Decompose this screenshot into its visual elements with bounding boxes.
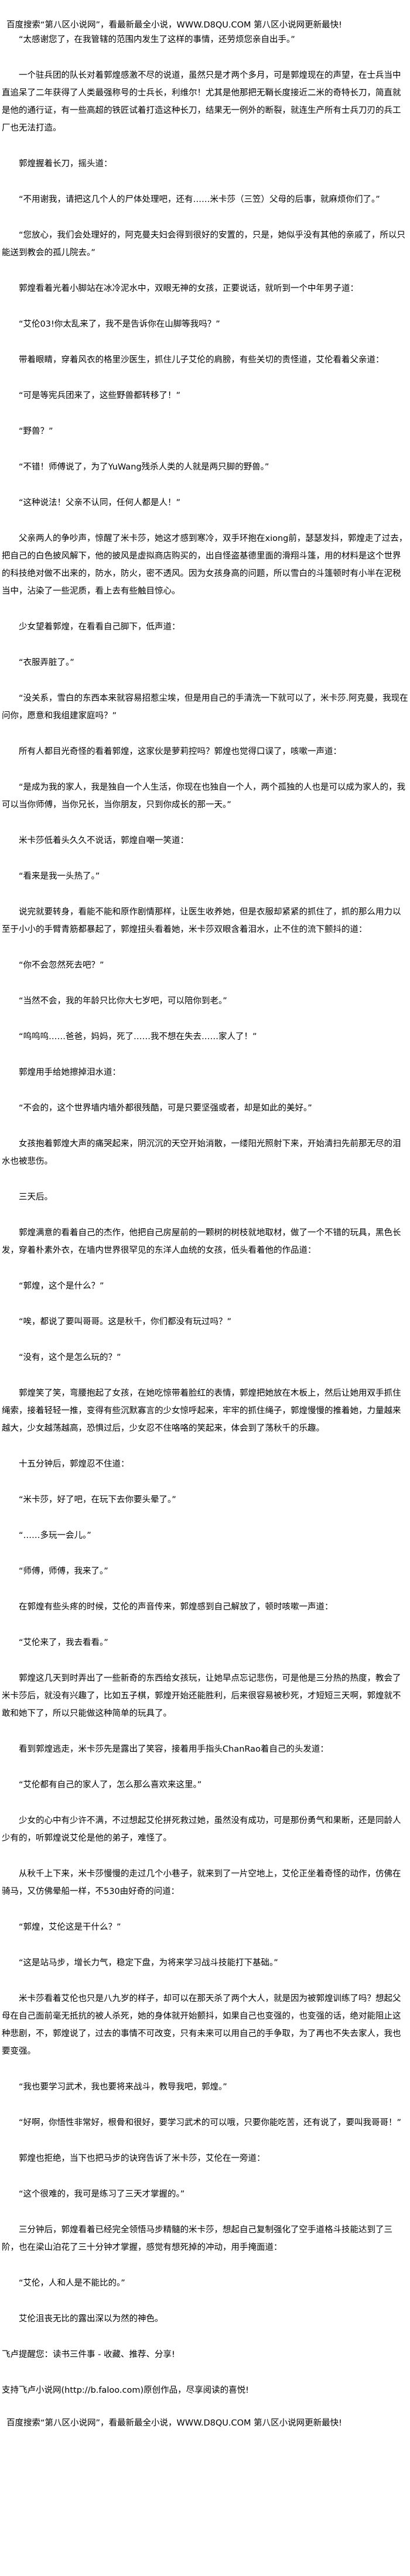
story-paragraph: 米卡莎看着艾伦也只是八九岁的样子，却可以在那天杀了两个大人，就是因为被郭煌训练了… (2, 1994, 401, 2056)
story-paragraph: “没有，这个是怎么玩的？” (19, 1353, 121, 1362)
story-paragraph: 父亲两人的争吵声，惊醒了米卡莎，她这才感到寒冷，双手环抱在xiong前，瑟瑟发抖… (2, 534, 408, 596)
story-paragraph: “不错！师傅说了，为了YuWang残杀人类的人就是两只脚的野兽。” (19, 463, 269, 472)
chapter-page: 百度搜索“第八区小说网”，看最新最全小说，WWW.D8QU.COM 第八区小说网… (2, 20, 408, 2428)
footer-notes: 飞卢提醒您：读书三件事 - 收藏、推荐、分享! 支持飞卢小说网(http://b.… (2, 2346, 408, 2399)
story-paragraph: “郭煌，这个是什么？” (19, 1282, 104, 1291)
story-paragraph: 十五分钟后，郭煌忍不住道： (19, 1460, 129, 1469)
story-paragraph: “艾伦来了，我去看看。” (19, 1638, 108, 1647)
story-paragraph: “艾伦，人和人是不能比的。” (19, 2279, 125, 2288)
chapter-body: “太感谢您了，在我管辖的范围内发生了这样的事情，还劳烦您亲自出手。” 一个驻兵团的… (2, 31, 408, 2328)
story-paragraph: “……多玩一会儿。” (19, 1531, 91, 1540)
story-paragraph: 郭煌用手给她擦掉泪水道： (19, 1068, 121, 1077)
story-paragraph: “太感谢您了，在我管辖的范围内发生了这样的事情，还劳烦您亲自出手。” (19, 35, 295, 44)
story-paragraph: 带着眼睛，穿着风衣的格里沙医生，抓住儿子艾伦的肩膀，有些关切的责怪道，艾伦看着父… (19, 355, 384, 365)
story-paragraph: “您放心，我们会处理好的，阿克曼夫妇会得到很好的安置的，只是，她似乎没有其他的亲… (2, 231, 406, 258)
story-paragraph: “衣服弄脏了。” (19, 658, 74, 667)
story-paragraph: “艾伦03!你太乱来了，我不是告诉你在山脚等我吗？” (19, 320, 220, 329)
footer-note: 支持飞卢小说网(http://b.faloo.com)原创作品，尽享阅读的喜悦! (2, 2386, 249, 2395)
story-paragraph: “没关系，雪白的东西本来就容易招惹尘埃，但是用自己的手清洗一下就可以了，米卡莎.… (2, 694, 408, 721)
story-paragraph: “唉，都说了要叫哥哥。这是秋千，你们都没有玩过吗？” (19, 1317, 232, 1327)
story-paragraph: 看到郭煌逃走，米卡莎先是露出了笑容，接着用手指头ChanRao着自己的头发道： (19, 1745, 329, 1754)
story-paragraph: 少女的心中有少许不满，不过想起艾伦拼死救过她，虽然没有成功，可是那份勇气和果断，… (2, 1816, 401, 1843)
story-paragraph: 郭煌看着光着小脚站在冰冷泥水中，双眼无神的女孩，正要说话，就听到一个中年男子道： (19, 284, 358, 293)
story-paragraph: “不会的，这个世界墙内墙外都很残酷，可是只要坚强或者，却是如此的美好。” (19, 1104, 312, 1113)
story-paragraph: 米卡莎低着头久久不说话，郭煌自嘲一笑道： (19, 836, 189, 845)
story-paragraph: 从秋千上下来，米卡莎慢慢的走过几个小巷子，就来到了一片空地上，艾伦正坐着奇怪的动… (2, 1869, 401, 1896)
story-paragraph: 三分钟后，郭煌看着已经完全领悟马步精髓的米卡莎，想起自己复制强化了空手道格斗技能… (2, 2225, 392, 2252)
story-paragraph: “可是等宪兵团来了，这些野兽都转移了！” (19, 391, 181, 400)
story-paragraph: “不用谢我，请把这几个人的尸体处理吧，还有……米卡莎（三笠）父母的后事，就麻烦你… (19, 195, 380, 204)
story-paragraph: “这是站马步，增长力气，稳定下盘，为将来学习战斗技能打下基础。” (19, 1958, 278, 1968)
story-paragraph: 郭煌握着长刀，摇头道： (19, 159, 112, 169)
story-paragraph: 在郭煌有些头疼的时候，艾伦的声音传来，郭煌感到自己解放了，顿时咳嗽一声道： (19, 1602, 333, 1612)
story-paragraph: “郭煌，艾伦这是干什么？” (19, 1923, 121, 1932)
story-paragraph: 艾伦沮丧无比的露出深以为然的神色。 (19, 2314, 163, 2324)
story-paragraph: “艾伦都有自己的家人了，怎么那么喜欢来这里。” (19, 1780, 202, 1790)
story-paragraph: “野兽？” (19, 427, 53, 436)
story-paragraph: “我也要学习武术，我也要将来战斗，教导我吧，郭煌。” (19, 2082, 227, 2092)
site-banner-top: 百度搜索“第八区小说网”，看最新最全小说，WWW.D8QU.COM 第八区小说网… (6, 20, 342, 30)
story-paragraph: 女孩抱着郭煌大声的痛哭起来，阴沉沉的天空开始消散，一缕阳光照射下来，开始清扫先前… (2, 1139, 401, 1166)
site-banner-bottom: 百度搜索“第八区小说网”，看最新最全小说，WWW.D8QU.COM 第八区小说网… (6, 2419, 342, 2428)
story-paragraph: “这个很难的，我可是练习了三天才掌握的。” (19, 2190, 185, 2199)
story-paragraph: 一个驻兵团的队长对着郭煌感激不尽的说道，虽然只是才两个多月，可是郭煌现在的声望，… (2, 71, 401, 133)
story-paragraph: “是成为我的家人，我是独自一个人生活，你现在也独自一个人，两个孤独的人也是可以成… (2, 783, 406, 810)
story-paragraph: “呜呜呜……爸爸，妈妈，死了……我不想在失去……家人了！” (19, 1032, 257, 1042)
story-paragraph: 郭煌这几天到时弄出了一些新奇的东西给女孩玩，让她早点忘记悲伤，可是他是三分热的热… (2, 1674, 401, 1718)
story-paragraph: “这种说法！父亲不认同，任何人都是人！” (19, 498, 181, 508)
footer-note: 飞卢提醒您：读书三件事 - 收藏、推荐、分享! (2, 2350, 175, 2359)
story-paragraph: 说完就要转身，看能不能和原作剧情那样，让医生收养她，但是衣服却紧紧的抓住了，抓的… (2, 907, 401, 934)
story-paragraph: 郭煌笑了笑，弯腰抱起了女孩，在她吃惊带着脸红的表情，郭煌把她放在木板上，然后让她… (2, 1389, 401, 1433)
story-paragraph: “师傅，师傅，我来了。” (19, 1567, 108, 1576)
story-paragraph: 少女望着郭煌，在看看自己脚下，低声道： (19, 622, 180, 632)
story-paragraph: “好啊，你悟性非常好，根骨和很好，要学习武术的可以哦，只要你能吃苦，还有说了，要… (19, 2118, 402, 2128)
story-paragraph: 郭煌满意的看着自己的杰作，他把自己房屋前的一颗树的树枝就地取材，做了一个不错的玩… (2, 1228, 401, 1255)
story-paragraph: 三天后。 (19, 1193, 53, 1202)
story-paragraph: “看来是我一头热了。” (19, 872, 100, 881)
story-paragraph: “米卡莎，好了吧，在玩下去你要头晕了。” (19, 1495, 176, 1505)
story-paragraph: “当然不会，我的年龄只比你大七岁吧，可以陪你到老。” (19, 996, 227, 1006)
story-paragraph: 所有人都目光奇怪的看着郭煌，这家伙是萝莉控吗？郭煌也觉得口误了，咳嗽一声道： (19, 747, 341, 756)
story-paragraph: “你不会忽然死去吧？” (19, 961, 104, 970)
story-paragraph: 郭煌也拒绝，当下也把马步的诀窍告诉了米卡莎，艾伦在一旁道： (19, 2154, 265, 2163)
